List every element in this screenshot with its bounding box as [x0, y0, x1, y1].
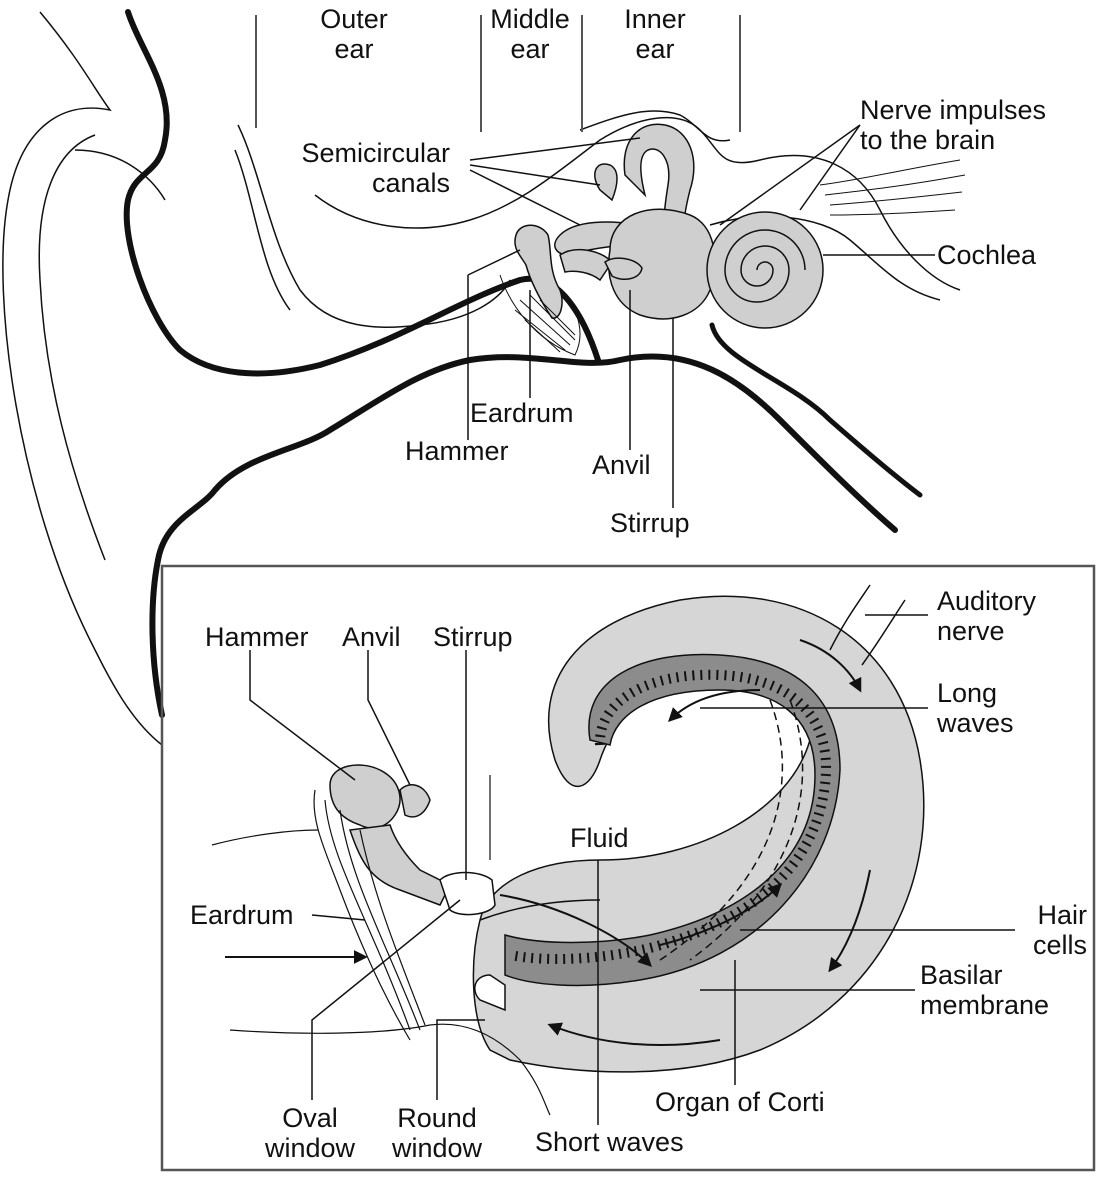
- label-auditory-nerve: Auditory nerve: [937, 586, 1037, 646]
- label-stirrup-top: Stirrup: [610, 508, 690, 538]
- label-anvil-top: Anvil: [592, 450, 651, 480]
- label-semicircular-canals: Semicircular canals: [301, 138, 450, 198]
- inset-middle-ear-shapes: [329, 764, 506, 1012]
- label-long-waves: Long waves: [937, 678, 1014, 738]
- label-middle-ear: Middle ear: [490, 4, 570, 64]
- label-outer-ear: Outer ear: [320, 4, 388, 64]
- label-basilar-membrane: Basilar membrane: [920, 960, 1050, 1020]
- auditory-nerve-shape: [659, 584, 906, 961]
- label-cochlea: Cochlea: [937, 240, 1037, 270]
- cochlea-spiral: [706, 211, 824, 329]
- top-leader-lines: [467, 124, 935, 508]
- label-hammer-inset: Hammer: [205, 622, 309, 652]
- inner-wall-thick: [709, 322, 923, 498]
- label-hammer-top: Hammer: [405, 436, 509, 466]
- inset-leader-lines: [249, 614, 1015, 1125]
- outer-ear-outline: [2, 11, 166, 746]
- label-organ-of-corti: Organ of Corti: [655, 1087, 825, 1117]
- nerve-fibers: [819, 159, 966, 216]
- label-anvil-inset: Anvil: [342, 622, 401, 652]
- wave-arrows: [225, 639, 871, 1046]
- label-short-waves: Short waves: [535, 1127, 684, 1157]
- eardrum-shape: [499, 274, 581, 356]
- label-inner-ear: Inner ear: [624, 4, 686, 64]
- label-eardrum-top: Eardrum: [470, 398, 574, 428]
- label-round-window: Round window: [391, 1103, 483, 1163]
- label-eardrum-inset: Eardrum: [190, 900, 294, 930]
- label-hair-cells: Hair cells: [1032, 900, 1087, 960]
- ear-canal-lower-thick: [149, 353, 898, 718]
- label-fluid: Fluid: [570, 823, 629, 853]
- label-nerve-impulses: Nerve impulses to the brain: [860, 95, 1047, 155]
- inset-panel-border: [160, 564, 1096, 1172]
- semicircular-canals-shape: [554, 123, 716, 320]
- ear-canal-wall-thick: [123, 9, 601, 377]
- ossicles-shape: [514, 224, 643, 319]
- label-oval-window: Oval window: [264, 1103, 356, 1163]
- label-stirrup-inset: Stirrup: [433, 622, 513, 652]
- cochlea-uncoiled-shape: [472, 595, 925, 1073]
- section-divider-lines: [255, 15, 741, 132]
